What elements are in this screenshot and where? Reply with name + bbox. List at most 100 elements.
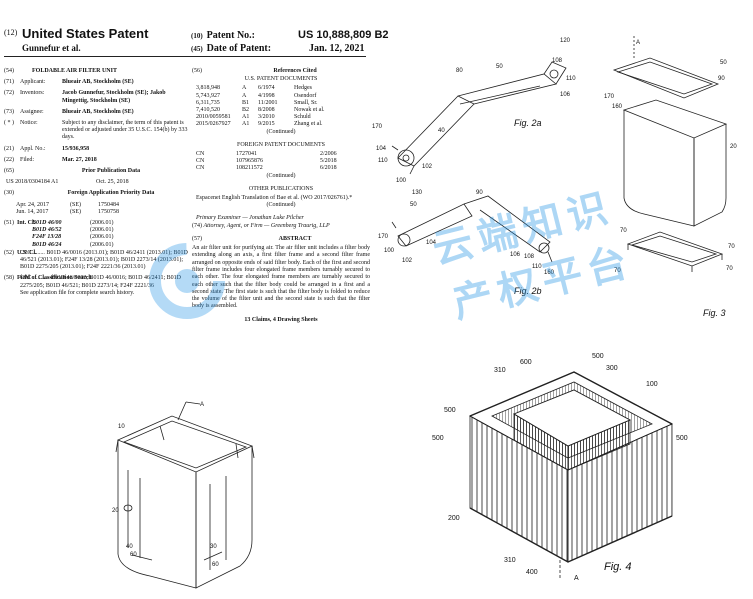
- us-ref-cell: Hedges: [294, 85, 312, 92]
- ref-50-fig2a: 50: [496, 64, 503, 70]
- foreign-ref-cell: 107965876: [236, 158, 263, 165]
- foreign-docs-heading: FOREIGN PATENT DOCUMENTS: [236, 141, 325, 148]
- ref-108-fig2a: 108: [552, 58, 563, 64]
- figure-4-drawing: [469, 371, 673, 580]
- us-ref-cell: 6/1974: [258, 85, 275, 92]
- num-12: (12): [4, 28, 18, 37]
- us-ref-cell: B2: [242, 107, 250, 114]
- ref-100-fig2b: 100: [384, 248, 395, 254]
- ref-20-fig1: 20: [112, 508, 119, 514]
- left-field-label: Assignee:: [20, 108, 44, 115]
- us-ref-cell: A: [242, 85, 247, 92]
- ref-310-fig4: 310: [494, 367, 506, 374]
- abstract-heading: ABSTRACT: [278, 235, 312, 242]
- ref-300-fig4: 300: [606, 365, 618, 372]
- us-ref-cell: A: [242, 92, 247, 99]
- watermark-logo-icon: [149, 243, 225, 319]
- int-cl-code: F24F 13/28: [32, 234, 62, 241]
- left-field-label: Notice:: [20, 120, 38, 127]
- references-heading: References Cited: [273, 68, 317, 74]
- field-search-note: See application file for complete search…: [20, 289, 135, 296]
- ref-70b-fig3: 70: [728, 244, 735, 250]
- fig-3-caption: Fig. 3: [703, 308, 726, 318]
- patent-title: United States Patent: [22, 26, 149, 41]
- prior-pub-heading: Prior Publication Data: [81, 168, 141, 175]
- ref-50-fig3: 50: [720, 60, 727, 66]
- ref-102-fig2b: 102: [402, 258, 413, 264]
- ref-130-fig2a: 130: [412, 190, 423, 196]
- us-ref-cell: A1: [242, 114, 250, 121]
- ref-104-fig2b: 104: [426, 240, 437, 246]
- ref-A-fig3: A: [636, 40, 640, 46]
- us-ref-cell: 2010/0059581: [196, 114, 231, 121]
- ref-10-fig1: 10: [118, 424, 125, 430]
- abstract-text: An air filter unit for purifying air. Th…: [192, 245, 370, 310]
- ref-110-fig2a: 110: [566, 76, 576, 82]
- ref-110-fig2b: 110: [532, 264, 542, 270]
- ref-200-fig4: 200: [448, 515, 460, 522]
- left-field-num: (54): [4, 68, 14, 74]
- patent-date-line: (45)Date of Patent: Jan. 12, 2021: [191, 43, 365, 54]
- us-ref-cell: 4/1998: [258, 92, 275, 99]
- int-cl-version: (2006.01): [90, 234, 114, 241]
- continued-1: (Continued): [266, 128, 296, 135]
- figure-2a-drawing: [391, 61, 567, 175]
- ref-170-fig2a: 170: [372, 124, 383, 130]
- fig-2b-caption: Fig. 2b: [514, 286, 542, 296]
- left-field-0: (54)FOLDABLE AIR FILTER UNIT: [4, 68, 190, 75]
- priority-cell: 1750758: [98, 208, 119, 215]
- priority-cell: Jun. 14, 2017: [16, 208, 49, 215]
- left-field-num: (21): [4, 145, 14, 152]
- prior-pub-field: (65) Prior Publication Data: [4, 168, 190, 175]
- header-rule: [4, 56, 366, 57]
- int-cl-code: B01D 46/00: [32, 220, 62, 227]
- left-field-label: Filed:: [20, 156, 35, 163]
- us-ref-cell: 3/2010: [258, 114, 275, 121]
- us-ref-cell: 2015/0267927: [196, 121, 231, 128]
- foreign-ref-cell: 5/2018: [320, 158, 337, 165]
- ref-102-fig2a: 102: [422, 164, 433, 170]
- attorney-line: (74) Attorney, Agent, or Firm — Greenber…: [192, 222, 330, 229]
- ref-500c-fig4: 500: [432, 435, 444, 442]
- ref-120-fig2a: 120: [560, 38, 571, 44]
- left-field-value: Subject to any disclaimer, the term of t…: [62, 120, 188, 141]
- int-cl-version: (2006.01): [90, 220, 114, 227]
- ref-A-fig1: A: [200, 402, 204, 408]
- other-publications-text: Espacenet English Translation of Bae et …: [196, 195, 353, 202]
- int-cl-row: B01D 46/00 (2006.01): [4, 220, 190, 227]
- left-field-num: (72): [4, 90, 14, 97]
- references-column: (56) References Cited U.S. PATENT DOCUME…: [192, 68, 370, 324]
- ref-40-fig1: 40: [126, 544, 133, 550]
- left-field-4: ( * )Notice:Subject to any disclaimer, t…: [4, 120, 190, 142]
- us-ref-cell: B1: [242, 99, 250, 106]
- left-field-value: 15/936,958: [62, 145, 90, 152]
- us-ref-cell: 8/2008: [258, 107, 275, 114]
- ref-500-fig4: 500: [592, 353, 604, 360]
- left-field-value: Blueair AB, Stockholm (SE): [62, 108, 134, 115]
- foreign-priority-heading: Foreign Application Priority Data: [67, 190, 155, 197]
- inventor-line: Gunnefur et al.: [22, 43, 81, 53]
- priority-cell: 1750484: [98, 201, 119, 208]
- ref-170-fig3: 170: [604, 94, 615, 100]
- foreign-ref-cell: CN: [196, 165, 205, 172]
- us-cl-cpc: CPC ........ B01D 46/0016 (2013.01); B01…: [20, 249, 188, 271]
- ref-70d-fig3: 70: [726, 266, 733, 272]
- left-field-num: (73): [4, 108, 14, 115]
- priority-row: Jun. 14, 2017(SE)1750758: [4, 209, 190, 216]
- ref-310b-fig4: 310: [504, 557, 516, 564]
- ref-60-fig1: 60: [130, 552, 137, 558]
- priority-cell: (SE): [70, 201, 81, 208]
- us-ref-cell: 11/2001: [258, 99, 278, 106]
- ref-160-fig2b: 160: [544, 270, 555, 276]
- continued-2: (Continued): [266, 172, 296, 179]
- ref-108-fig2b: 108: [524, 254, 535, 260]
- left-fields: (54)FOLDABLE AIR FILTER UNIT(71)Applican…: [4, 68, 190, 164]
